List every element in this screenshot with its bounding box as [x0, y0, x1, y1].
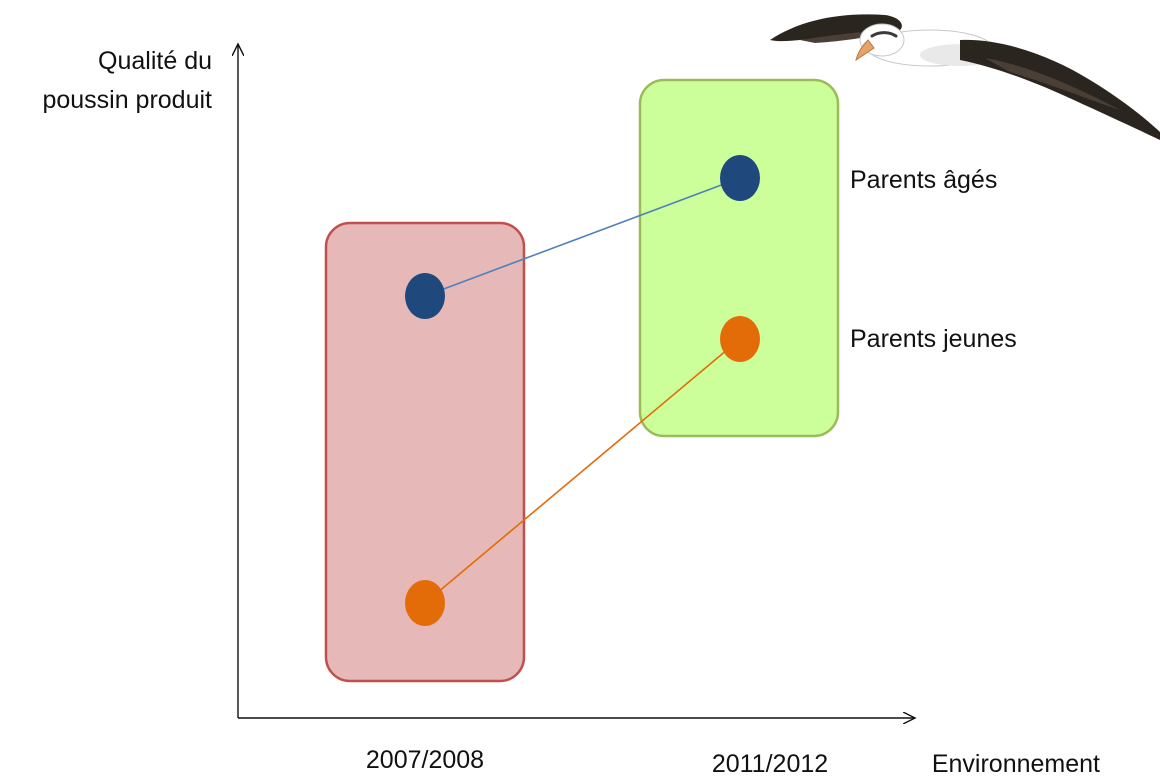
point-parents-jeunes-2007-2008 [405, 580, 445, 626]
x-axis-label: Environnement [932, 750, 1100, 778]
y-axis-label-line-1: Qualité du [98, 47, 212, 75]
point-parents-ages-2007-2008 [405, 273, 445, 319]
series-label-parents-jeunes: Parents jeunes [850, 325, 1017, 353]
series-line-parents-jeunes [424, 338, 741, 604]
x-tick-label-2011-2012: 2011/2012 [712, 750, 828, 778]
environment-box-2007-2008 [324, 221, 526, 683]
x-tick-label-2007-2008: 2007/2008 [366, 746, 484, 774]
series-line-parents-ages [424, 177, 741, 297]
point-parents-ages-2011-2012 [720, 155, 760, 201]
environment-box-2011-2012 [638, 78, 840, 438]
albatross-icon [770, 14, 1160, 140]
point-parents-jeunes-2011-2012 [720, 316, 760, 362]
series-label-parents-ages: Parents âgés [850, 166, 997, 194]
series-layer [405, 155, 760, 626]
y-axis-label-line-2: poussin produit [42, 86, 212, 114]
